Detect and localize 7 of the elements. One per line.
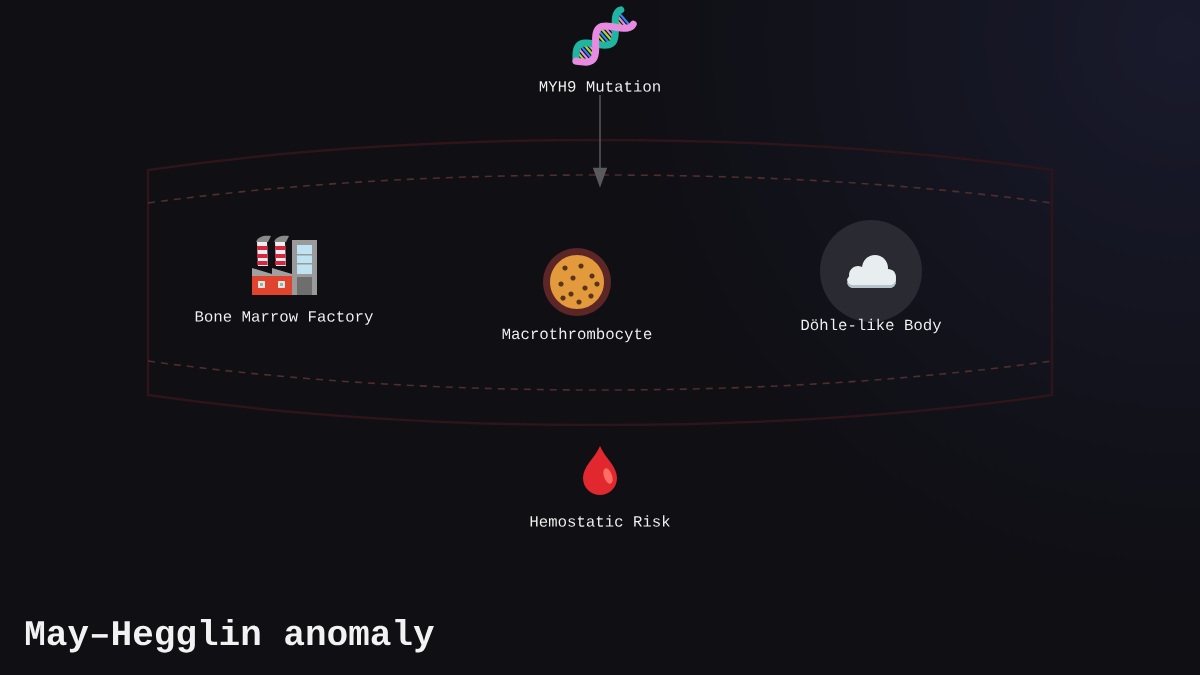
- node-label: Hemostatic Risk: [530, 515, 670, 527]
- node-label: MYH9 Mutation: [539, 80, 660, 92]
- node-label: Bone Marrow Factory: [195, 311, 373, 325]
- title: May–Hegglin anomaly: [25, 618, 434, 653]
- node-label: Macrothrombocyte: [502, 327, 652, 343]
- node-label: Döhle-like Body: [801, 318, 942, 334]
- band: [146, 138, 1054, 427]
